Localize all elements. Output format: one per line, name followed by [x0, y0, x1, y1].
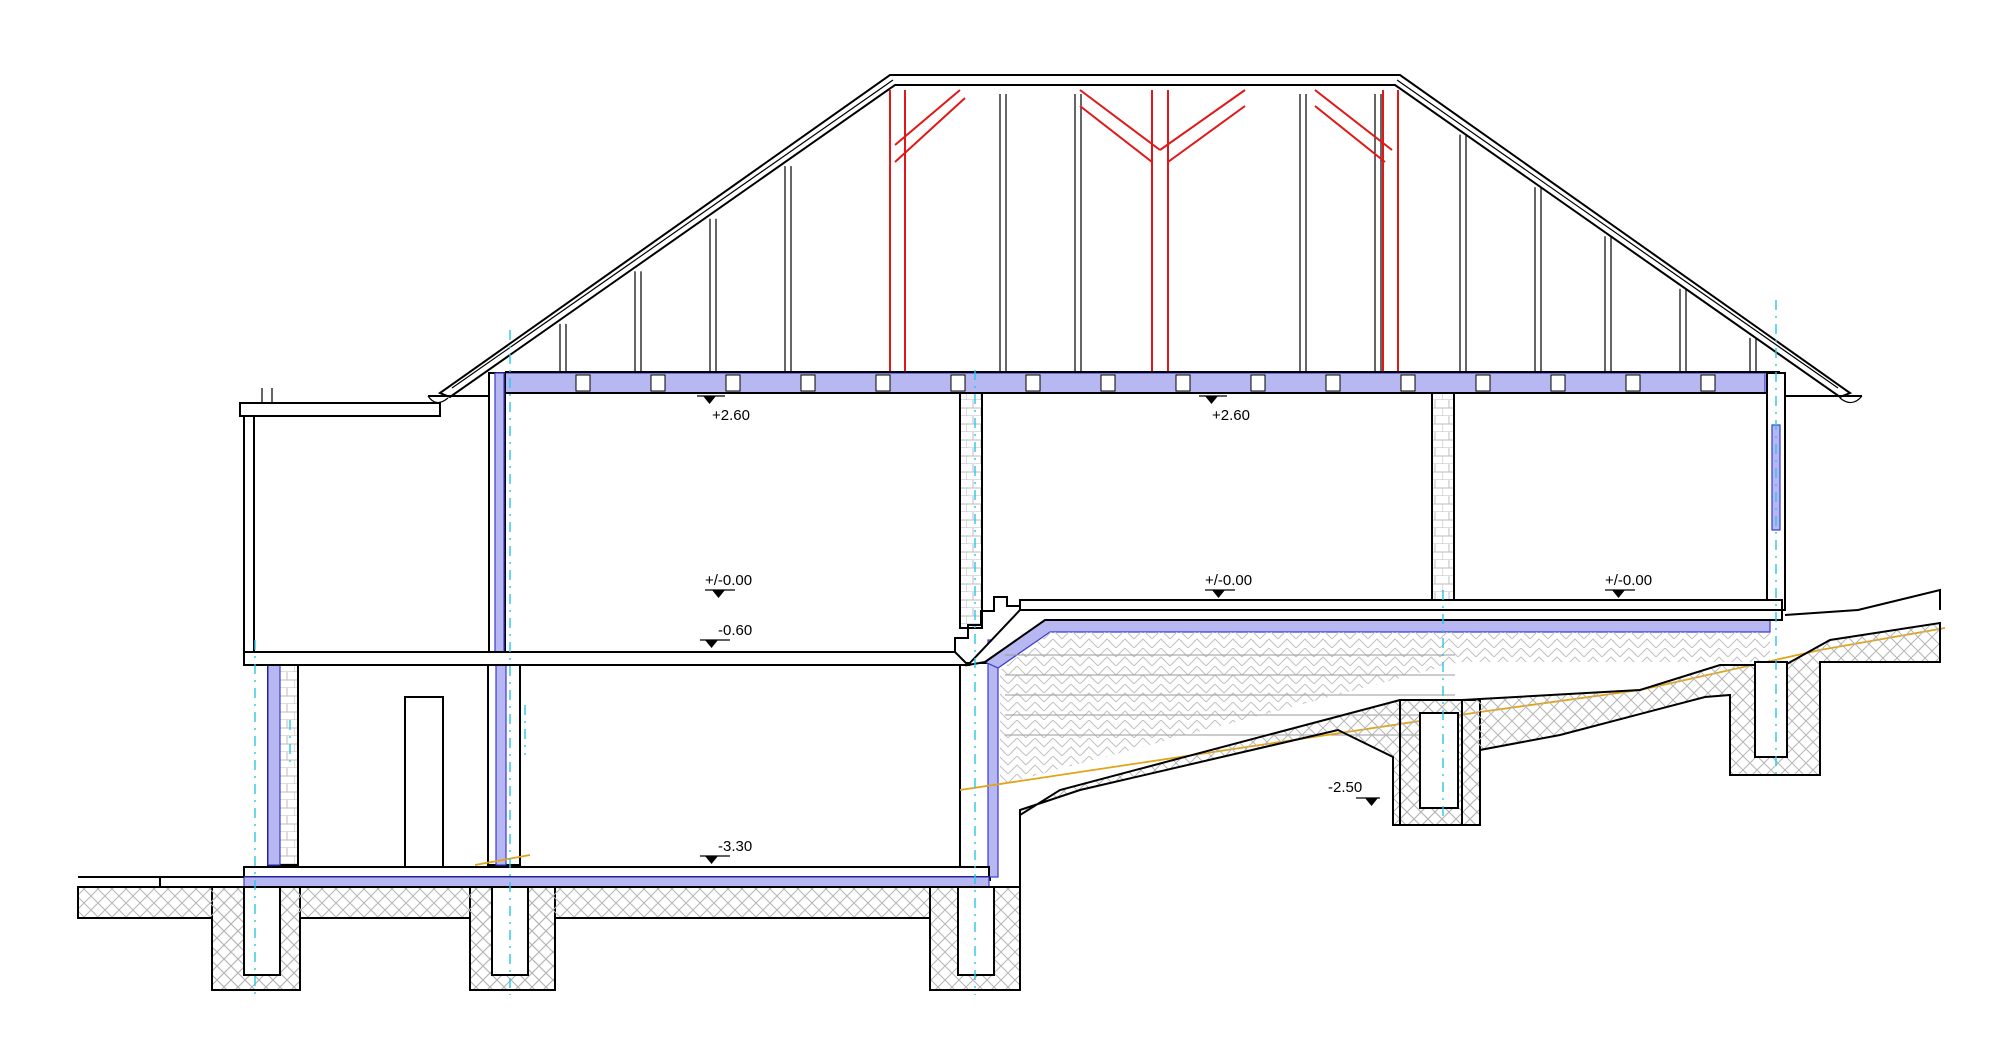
slab-basement-ins	[243, 876, 990, 888]
wall-right-masonry	[1431, 392, 1455, 606]
level-label: +/-0.00	[1605, 572, 1652, 589]
grade-line-left	[474, 854, 531, 866]
door-opening	[404, 696, 444, 868]
grid-axes	[254, 300, 1777, 995]
eave-gutter-right	[1839, 395, 1863, 404]
roof-line-inner	[1396, 79, 1839, 389]
stair-steps	[954, 596, 1021, 652]
level-label: -3.30	[718, 838, 752, 855]
level-triangle-icon	[1212, 590, 1225, 598]
wall-basement-mid-ins	[495, 664, 507, 866]
footing-left-core	[243, 886, 281, 976]
compacted-fill	[1000, 632, 1770, 785]
level-label: +/-0.00	[705, 572, 752, 589]
wall-left-upper-ins	[494, 372, 505, 664]
ceiling-joist	[950, 374, 966, 392]
ceiling-joist	[875, 374, 891, 392]
level-label: +2.60	[712, 407, 750, 424]
ceiling-joist	[1550, 374, 1566, 392]
ceiling-joist	[725, 374, 741, 392]
wall-mid-masonry	[959, 392, 983, 629]
ceiling-joist	[800, 374, 816, 392]
ground-left	[78, 876, 244, 887]
slab-basement	[243, 866, 990, 878]
slab-structure	[965, 609, 1783, 667]
roof-outline	[437, 74, 1853, 399]
level-triangle-icon	[712, 590, 725, 598]
level-marker-basement: -3.30	[700, 838, 752, 864]
level-triangle-icon	[1612, 590, 1625, 598]
level-triangle-icon	[1205, 396, 1218, 404]
annex-wall-left	[243, 415, 255, 654]
level-marker-roof-right: +2.60	[1199, 395, 1250, 424]
footing-right	[1754, 661, 1788, 758]
roof-truss-red	[889, 89, 1399, 372]
level-marker-terrain: -2.50	[1328, 779, 1380, 806]
ceiling-joist	[1250, 374, 1266, 392]
ceiling-joist	[1475, 374, 1491, 392]
ceiling-joist	[650, 374, 666, 392]
level-label: +/-0.00	[1205, 572, 1252, 589]
subgrade-band	[77, 699, 1463, 991]
footing-retain-core	[957, 886, 995, 976]
slab-ground	[1019, 599, 1783, 611]
wall-retaining-ins	[987, 639, 999, 878]
ceiling-joist	[1025, 374, 1041, 392]
level-triangle-icon	[705, 640, 718, 648]
level-label: -2.50	[1328, 779, 1362, 796]
roof-line-inner	[451, 79, 894, 389]
level-label: +2.60	[1212, 407, 1250, 424]
ceiling-joist	[1325, 374, 1341, 392]
ceiling-joist	[1175, 374, 1191, 392]
footing-right-core	[1419, 712, 1459, 809]
ceiling-slab	[504, 371, 1780, 394]
level-markers: +2.60 +2.60 +/-0.00 +/-0.00 +/-0.00 -0.6…	[697, 395, 1652, 864]
level-marker-mezzanine: -0.60	[700, 622, 752, 648]
ceiling-joist	[1625, 374, 1641, 392]
ceiling-joist	[1100, 374, 1116, 392]
level-marker-floor-right: +/-0.00	[1605, 572, 1652, 598]
ceiling-joist	[1700, 374, 1716, 392]
level-triangle-icon	[1365, 798, 1378, 806]
annex-parapet	[239, 402, 441, 417]
terrain-right	[1784, 588, 1941, 616]
ceiling-joists	[575, 374, 1716, 392]
level-marker-roof-left: +2.60	[697, 395, 750, 424]
ceiling-insulation	[504, 372, 1766, 394]
level-label: -0.60	[718, 622, 752, 639]
ceiling-joist	[575, 374, 591, 392]
level-marker-floor-left: +/-0.00	[705, 572, 752, 598]
level-triangle-icon	[705, 856, 718, 864]
roof	[427, 74, 1863, 404]
roof-studs	[559, 94, 1757, 372]
level-marker-floor-middle: +/-0.00	[1205, 572, 1252, 598]
slab-mezzanine	[243, 651, 971, 666]
ceiling-joist	[1400, 374, 1416, 392]
level-triangle-icon	[703, 396, 716, 404]
wall-basement-left-ins	[267, 664, 281, 866]
left-annex	[239, 388, 441, 654]
